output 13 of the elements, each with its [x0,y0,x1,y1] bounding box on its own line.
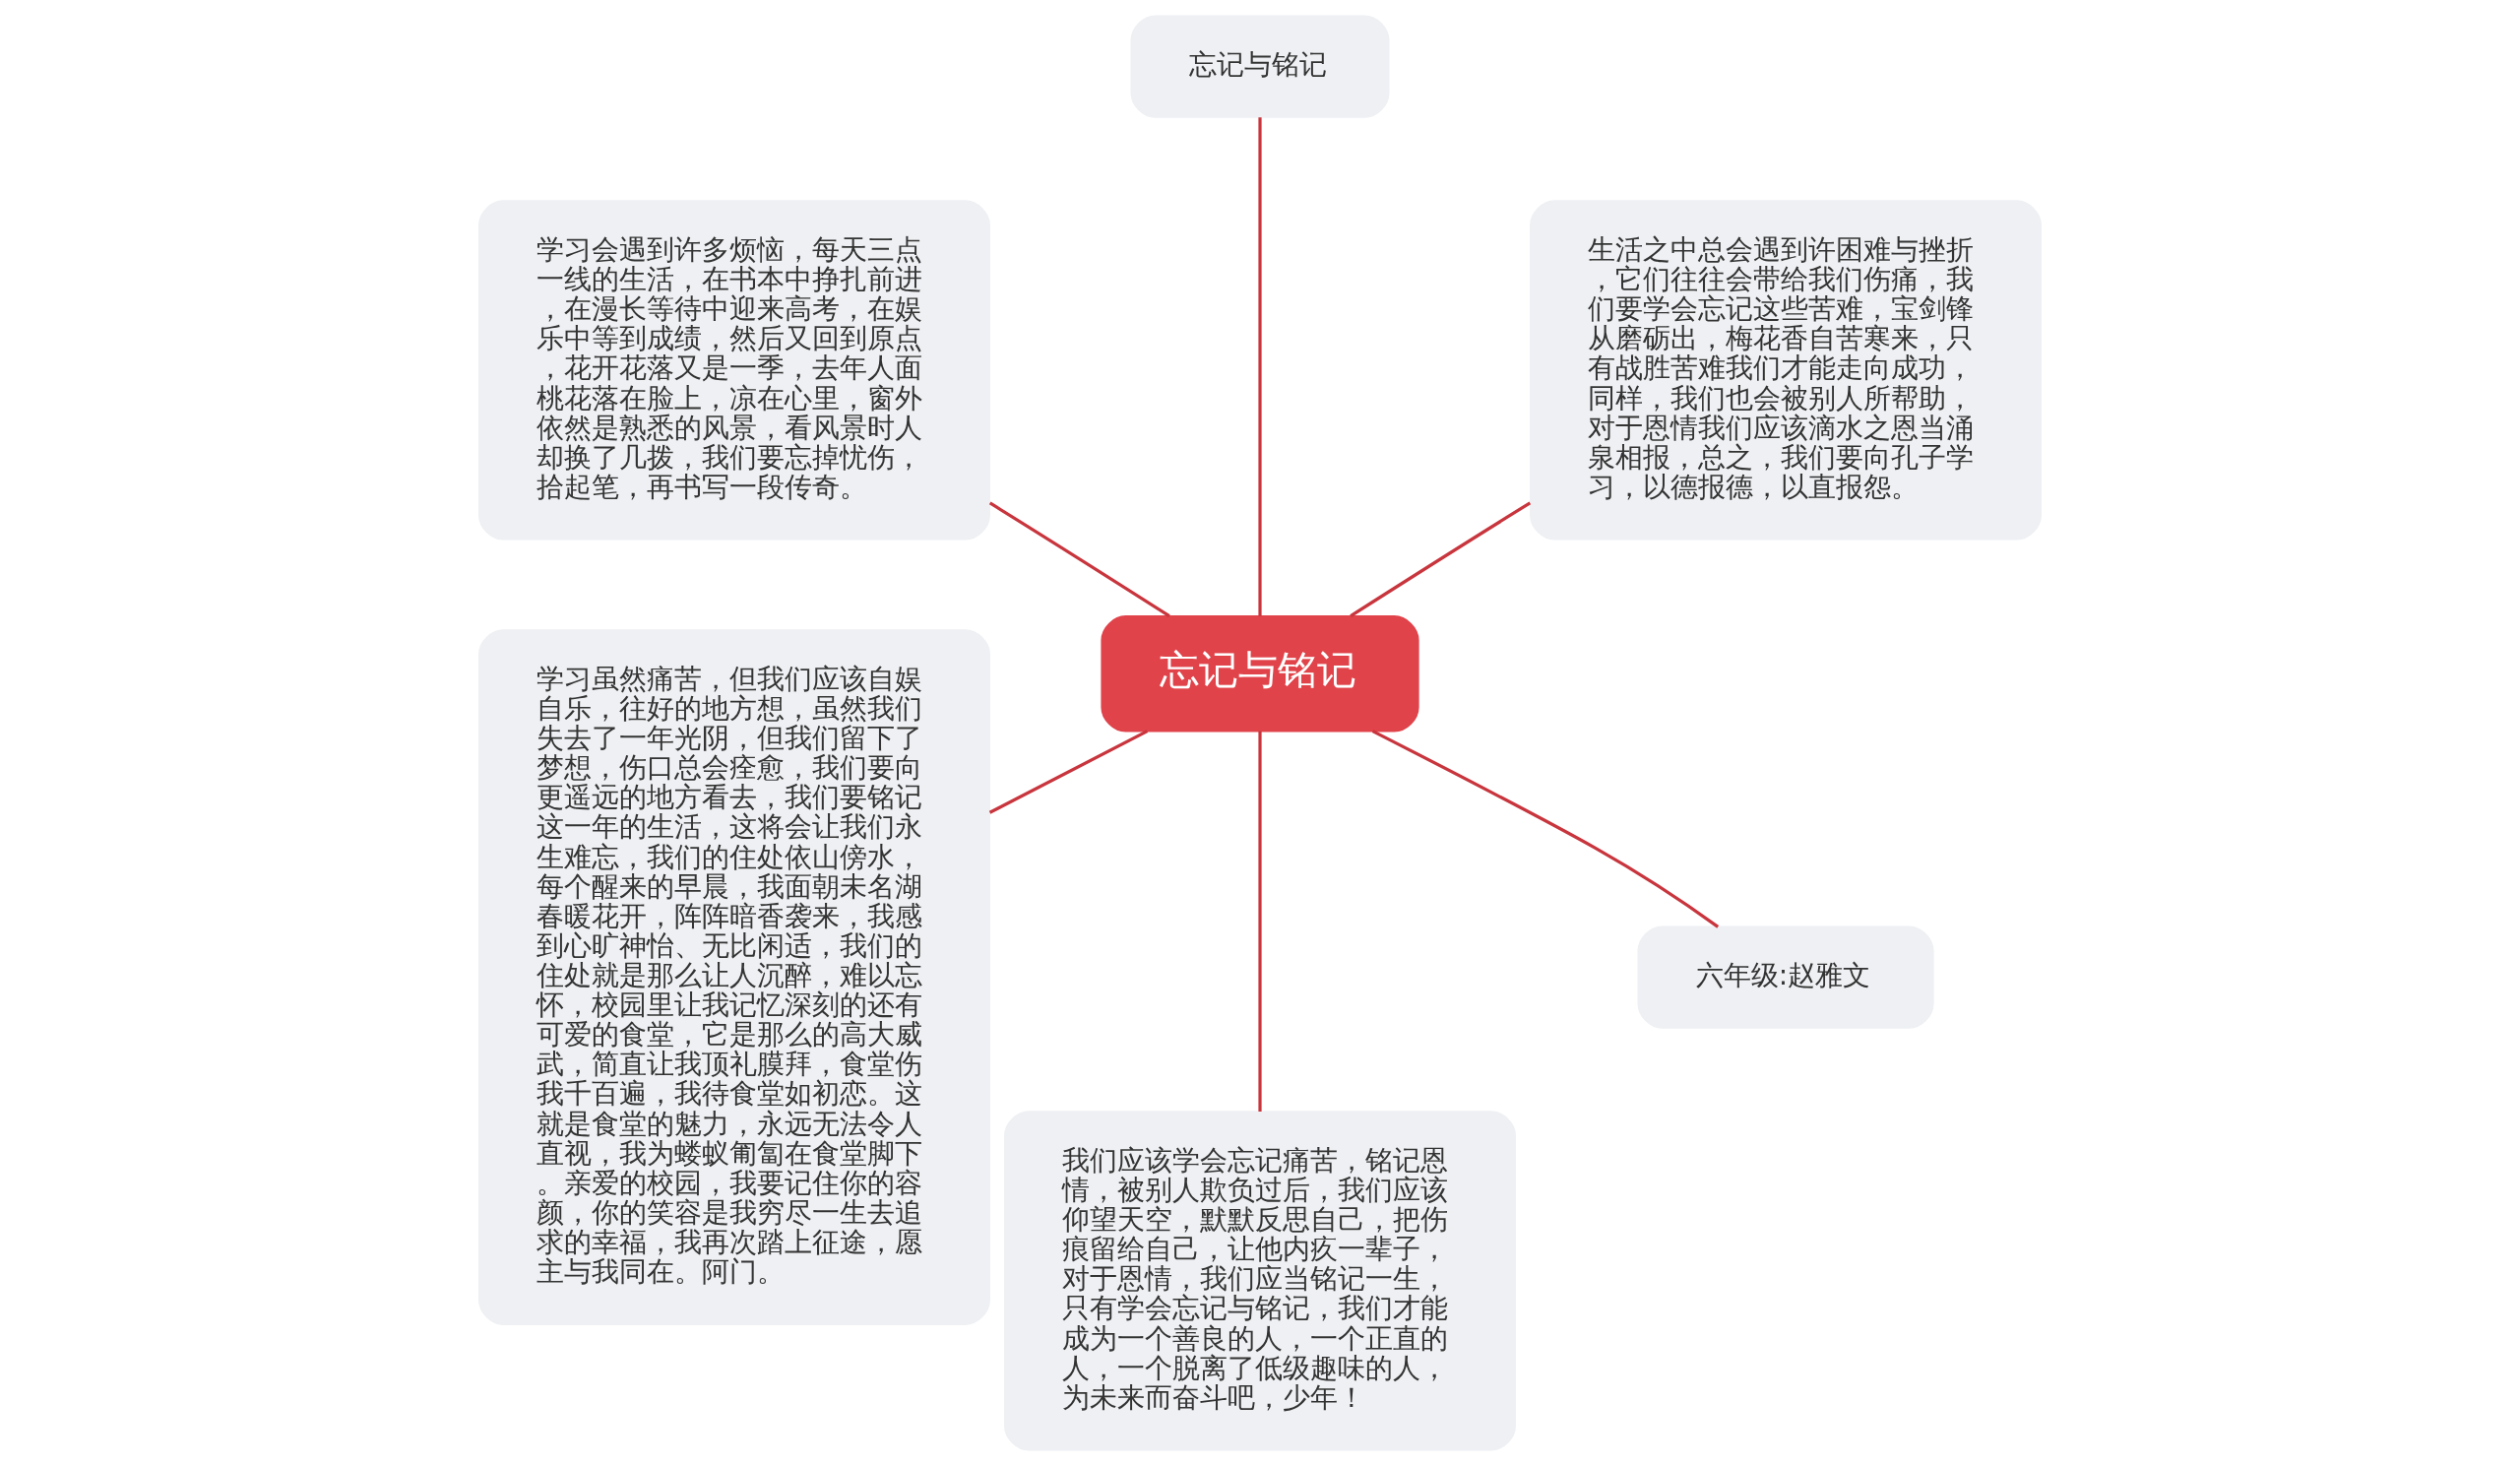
connector [1350,501,1532,617]
node-box: 生活之中总会遇到许困难与挫折，它们往往会带给我们伤痛，我们要学会忘记这些苦难，宝剑锋从磨砺出，梅花香自苦寒来，只有战胜苦难我们才能走向成功，同样，我们也会被别人所帮助，对于恩情我们应该滴水之恩当涌泉相报，总之，我们要向孔子学习，以德报德，以直报怨。 [1530,200,2042,541]
node-box: 忘记与铭记 [1130,15,1390,118]
connector [988,730,1149,814]
connector [988,501,1170,617]
node-box: 六年级:赵雅文 [1637,925,1934,1029]
connector [1371,730,1720,928]
node-box: 我们应该学会忘记痛苦，铭记恩情，被别人欺负过后，我们应该仰望天空，默默反思自己，把伤痕留给自己，让他内疚一辈子，对于恩情，我们应当铭记一生，只有学会忘记与铭记，我们才能成为一个善良的人，一个正直的人，一个脱离了低级趣味的人，为未来而奋斗吧，少年！ [1004,1111,1516,1451]
node-box: 忘记与铭记 [1101,615,1419,733]
connector [1258,731,1262,1112]
connector [1258,117,1262,616]
node-box: 学习虽然痛苦，但我们应该自娱自乐，往好的地方想，虽然我们失去了一年光阴，但我们留下了梦想，伤口总会痊愈，我们要向更遥远的地方看去，我们要铭记这一年的生活，这将会让我们永生难忘，我们的住处依山傍水，每个醒来的早晨，我面朝未名湖春暖花开，阵阵暗香袭来，我感到心旷神怡、无比闲适，我们的住处就是那么让人沉醉，难以忘怀，校园里让我记忆深刻的还有可爱的食堂，它是那么的高大威武，简直让我顶礼膜拜，食堂伤我千百遍，我待食堂如初恋。这就是食堂的魅力，永远无法令人直视，我为蝼蚁匍匐在食堂脚下。亲爱的校园，我要记住你的容颜，你的笑容是我穷尽一生去追求的幸福，我再次踏上征途，愿主与我同在。阿门。 [478,629,990,1325]
node-box: 学习会遇到许多烦恼，每天三点一线的生活，在书本中挣扎前进，在漫长等待中迎来高考，在娱乐中等到成绩，然后又回到原点，花开花落又是一季，去年人面桃花落在脸上，凉在心里，窗外依然是熟悉的风景，看风景时人却换了几拨，我们要忘掉忧伤，拾起笔，再书写一段传奇。 [478,200,990,541]
